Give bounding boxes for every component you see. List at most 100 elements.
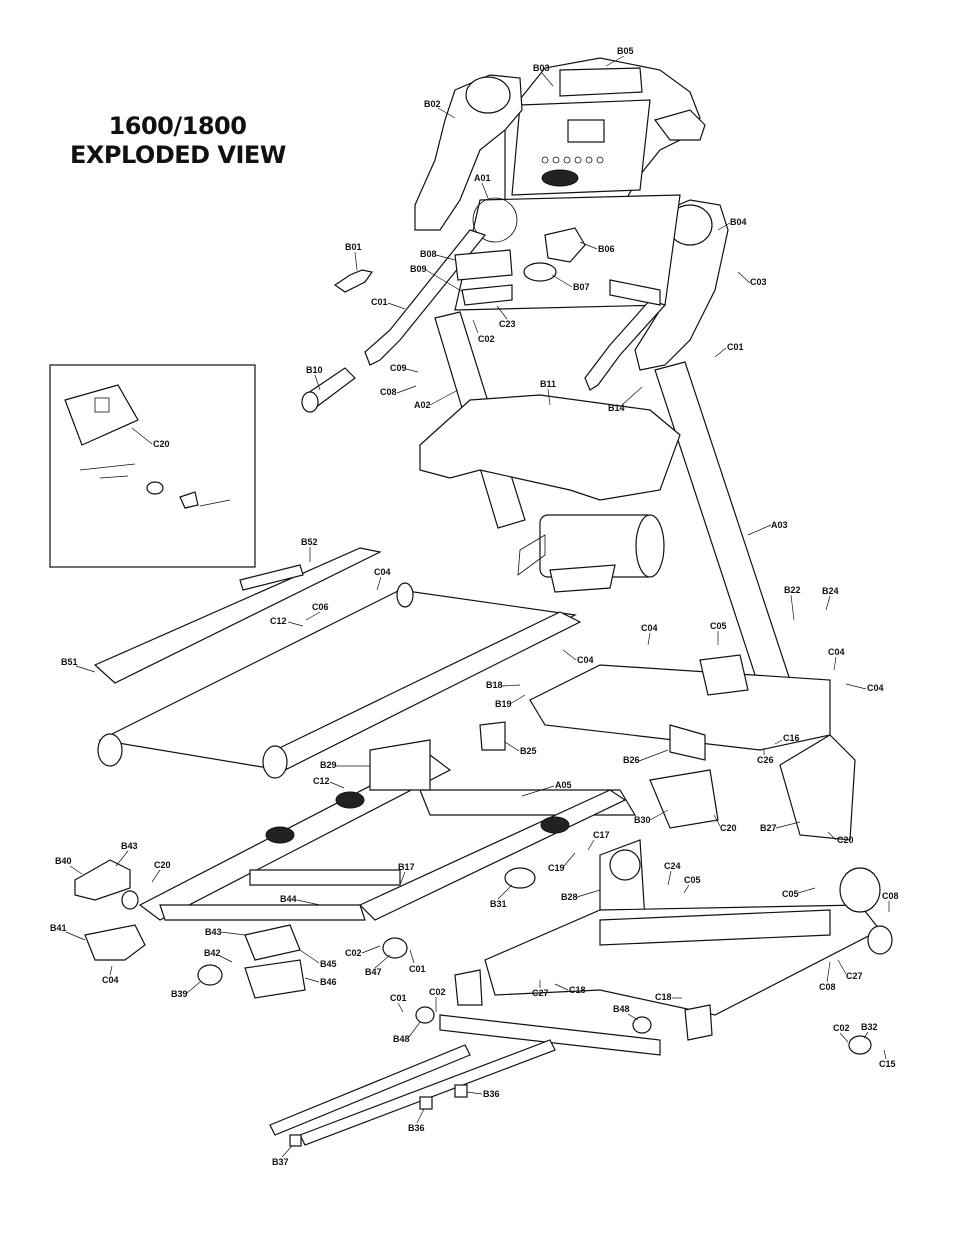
callout-b45: B45 xyxy=(320,959,337,969)
callout-c01-lower: C01 xyxy=(390,993,407,1003)
console-side-tray xyxy=(653,109,706,141)
callout-c05-top: C05 xyxy=(710,621,727,631)
bracket-b26 xyxy=(669,724,706,761)
callout-c04-bottom: C04 xyxy=(102,975,119,985)
end-caps xyxy=(74,859,306,999)
callout-b43-bottom: B43 xyxy=(205,927,222,937)
callout-b51: B51 xyxy=(61,657,78,667)
callout-b17: B17 xyxy=(398,862,415,872)
wheel-left xyxy=(121,890,139,910)
callout-b19: B19 xyxy=(495,699,512,709)
callout-c20-rear: C20 xyxy=(720,823,737,833)
callout-c01-upper: C01 xyxy=(371,297,388,307)
callout-a03: A03 xyxy=(771,520,788,530)
callout-b48-right: B48 xyxy=(613,1004,630,1014)
end-cap-b40 xyxy=(74,859,131,901)
fan-grille xyxy=(523,262,557,282)
callout-c04-right-top: C04 xyxy=(828,647,845,657)
callout-c20-inset: C20 xyxy=(153,439,170,449)
callout-c18-right: C18 xyxy=(655,992,672,1002)
callout-b29: B29 xyxy=(320,760,337,770)
console-buttons xyxy=(541,156,604,164)
callout-b26: B26 xyxy=(623,755,640,765)
foot-pad-right xyxy=(540,816,570,834)
block-b37 xyxy=(289,1134,302,1147)
callout-c04-top: C04 xyxy=(374,567,391,577)
rear-foot-right xyxy=(684,1004,713,1041)
callout-b37: B37 xyxy=(272,1157,289,1167)
console-speaker xyxy=(541,169,579,187)
heart-rate-board xyxy=(454,249,513,281)
foot-pad-mid xyxy=(335,791,365,809)
motor-hood-b11 xyxy=(419,394,681,501)
knob-b39 xyxy=(197,964,223,986)
callout-c23: C23 xyxy=(499,319,516,329)
lift-tubes xyxy=(269,937,872,1147)
console-display-panel xyxy=(511,99,651,196)
callout-c02-mid: C02 xyxy=(345,948,362,958)
callout-c05-right: C05 xyxy=(782,889,799,899)
callout-c12-top: C12 xyxy=(270,616,287,626)
callout-a01: A01 xyxy=(474,173,491,183)
callout-b02: B02 xyxy=(424,99,441,109)
left-handlebar xyxy=(364,229,487,366)
bracket-b25 xyxy=(479,721,506,751)
wheel-b47 xyxy=(382,937,408,959)
lift-motor xyxy=(699,654,749,696)
right-grip-bar xyxy=(609,279,661,306)
callout-c06: C06 xyxy=(312,602,329,612)
callout-c16: C16 xyxy=(783,733,800,743)
callout-b07: B07 xyxy=(573,282,590,292)
rear-end-plate-lower xyxy=(867,925,893,955)
leveling-foot-b31 xyxy=(504,867,536,889)
callout-b52: B52 xyxy=(301,537,318,547)
end-cap-b46 xyxy=(244,959,306,999)
callout-b46: B46 xyxy=(320,977,337,987)
callout-b24: B24 xyxy=(822,586,839,596)
page-title: 1600/1800 EXPLODED VIEW xyxy=(70,112,286,170)
callout-c27-right: C27 xyxy=(846,971,863,981)
callout-c27-mid: C27 xyxy=(532,988,549,998)
end-cap-b41 xyxy=(84,924,146,961)
callout-b01: B01 xyxy=(345,242,362,252)
callout-b03: B03 xyxy=(533,63,550,73)
callout-b41: B41 xyxy=(50,923,67,933)
title-exploded-view: EXPLODED VIEW xyxy=(70,141,286,169)
callout-b18: B18 xyxy=(486,680,503,690)
callout-b43-top: B43 xyxy=(121,841,138,851)
callout-b25: B25 xyxy=(520,746,537,756)
callout-c08-right: C08 xyxy=(882,891,899,901)
wheel-b48-right xyxy=(632,1016,652,1034)
callout-b04: B04 xyxy=(730,217,747,227)
callout-c08-lower: C08 xyxy=(819,982,836,992)
left-handrail-arm xyxy=(414,74,523,231)
callout-b06: B06 xyxy=(598,244,615,254)
console-frame-hole xyxy=(472,197,518,243)
safety-key xyxy=(333,269,374,293)
deck-roller-top xyxy=(396,582,414,608)
control-board-relay xyxy=(94,397,110,413)
callout-b27: B27 xyxy=(760,823,777,833)
lift-rod-lower xyxy=(299,1039,556,1146)
callout-b14: B14 xyxy=(608,403,625,413)
end-cap-b45 xyxy=(244,924,301,961)
callout-b08: B08 xyxy=(420,249,437,259)
callout-b10: B10 xyxy=(306,365,323,375)
callout-b40: B40 xyxy=(55,856,72,866)
callout-c24: C24 xyxy=(664,861,681,871)
drive-belt xyxy=(517,534,546,576)
right-upright-a03 xyxy=(654,361,791,691)
hand-grip-end xyxy=(301,391,319,413)
wheel-b48-left xyxy=(415,1006,435,1024)
cable-tie xyxy=(199,499,231,507)
callout-c04-right: C04 xyxy=(867,683,884,693)
callout-c08-upper: C08 xyxy=(380,387,397,397)
foot-pad-left xyxy=(265,826,295,844)
callout-b05: B05 xyxy=(617,46,634,56)
callout-c15: C15 xyxy=(879,1059,896,1069)
running-deck xyxy=(98,589,577,771)
side-cover-b27 xyxy=(779,734,856,841)
callout-c01-right: C01 xyxy=(727,342,744,352)
